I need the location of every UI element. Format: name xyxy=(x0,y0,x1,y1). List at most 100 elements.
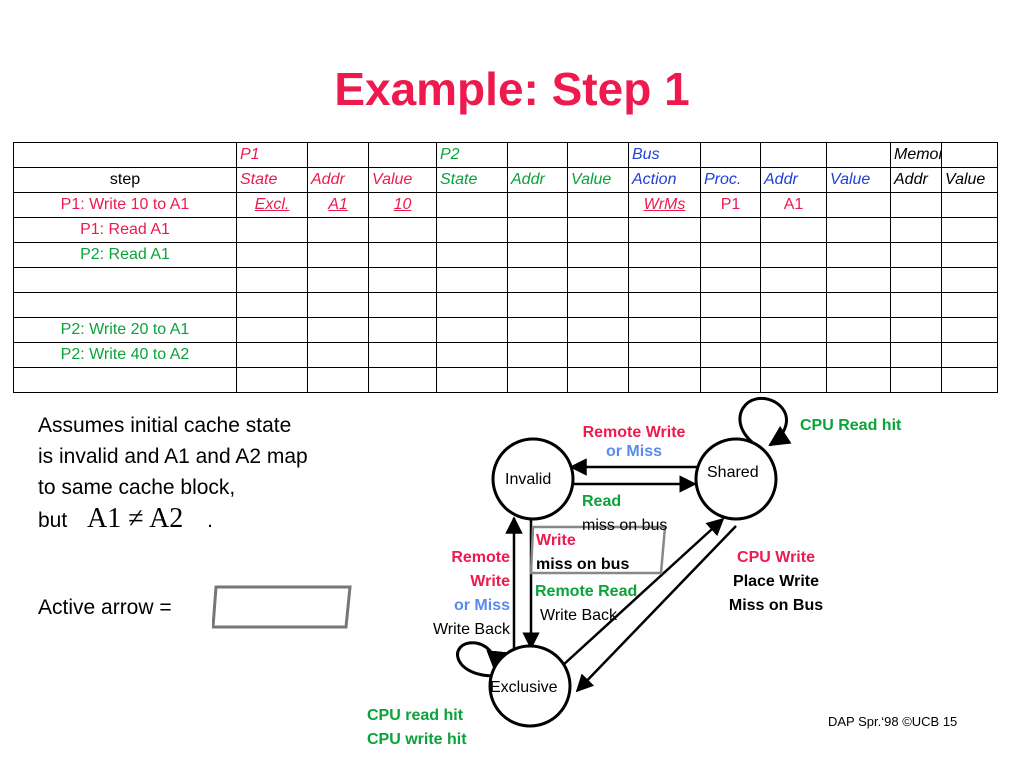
assumption-notes: Assumes initial cache state is invalid a… xyxy=(38,410,308,536)
table-cell: Bus xyxy=(628,142,701,168)
step-cell: P1: Read A1 xyxy=(13,217,237,243)
table-cell xyxy=(368,367,437,393)
table-cell xyxy=(567,292,629,318)
table-cell xyxy=(826,267,891,293)
table-cell xyxy=(760,317,827,343)
remote-write-or-miss-top-label: Remote Write or Miss xyxy=(582,424,686,460)
step-cell: P1: Write 10 to A1 xyxy=(13,192,237,218)
table-cell xyxy=(307,367,369,393)
table-row: P2: Read A1 xyxy=(13,242,998,268)
table-cell xyxy=(507,292,568,318)
table-cell: Addr xyxy=(307,167,369,193)
table-cell xyxy=(307,342,369,368)
table-cell xyxy=(890,267,942,293)
coherence-step-table: P1P2BusMemorystepStateAddrValueStateAddr… xyxy=(13,142,998,393)
table-cell xyxy=(236,317,308,343)
slide-title: Example: Step 1 xyxy=(334,63,690,115)
cpu-write-hit-exclusive-label: CPU write hit xyxy=(367,731,467,748)
table-cell xyxy=(567,367,629,393)
table-body: P1P2BusMemorystepStateAddrValueStateAddr… xyxy=(13,142,998,393)
table-cell xyxy=(368,242,437,268)
table-cell xyxy=(700,292,761,318)
table-cell xyxy=(760,292,827,318)
table-cell xyxy=(826,367,891,393)
table-cell: Value xyxy=(368,167,437,193)
table-cell xyxy=(507,242,568,268)
cpu-read-hit-label: CPU Read hit xyxy=(800,417,902,434)
active-arrow-legend-box xyxy=(212,585,352,629)
table-row xyxy=(13,267,998,293)
table-cell xyxy=(236,217,308,243)
table-row: P2: Write 20 to A1 xyxy=(13,317,998,343)
table-cell xyxy=(700,142,761,168)
note-line: Assumes initial cache state xyxy=(38,414,292,437)
state-exclusive-circle xyxy=(488,644,572,728)
table-cell xyxy=(700,267,761,293)
active-arrow-highlight xyxy=(529,525,667,575)
table-cell xyxy=(236,267,308,293)
table-cell xyxy=(890,367,942,393)
table-row xyxy=(13,367,998,393)
step-cell xyxy=(13,267,237,293)
table-row: P2: Write 40 to A2 xyxy=(13,342,998,368)
table-cell xyxy=(628,342,701,368)
table-cell xyxy=(890,192,942,218)
table-cell xyxy=(941,367,998,393)
slide-footer: DAP Spr.‘98 ©UCB 15 xyxy=(828,714,958,729)
state-invalid-circle xyxy=(491,437,575,521)
arrow-exclusive-to-shared xyxy=(561,517,725,667)
active-arrow-label: Active arrow = xyxy=(38,596,172,619)
table-cell xyxy=(236,367,308,393)
note-line: to same cache block, xyxy=(38,476,236,499)
cpu-write-label: CPU Write Place Write Miss on Bus xyxy=(728,549,824,614)
table-cell xyxy=(941,142,998,168)
cpu-read-hit-exclusive-label: CPU read hit xyxy=(367,707,464,724)
exclusive-self-loop xyxy=(456,641,508,678)
remote-read-label: Remote Read xyxy=(535,583,638,600)
table-cell xyxy=(436,217,508,243)
table-cell xyxy=(368,267,437,293)
step-cell: P2: Write 20 to A1 xyxy=(13,317,237,343)
step-cell xyxy=(13,142,237,168)
state-shared-circle xyxy=(694,437,778,521)
table-cell xyxy=(941,217,998,243)
table-cell xyxy=(628,367,701,393)
step-cell xyxy=(13,367,237,393)
table-cell: A1 xyxy=(307,192,369,218)
table-cell: State xyxy=(436,167,508,193)
table-cell xyxy=(700,217,761,243)
step-cell: P2: Write 40 to A2 xyxy=(13,342,237,368)
table-cell xyxy=(700,367,761,393)
remote-read-write-back-label: Write Back xyxy=(540,607,618,624)
table-cell: Memory xyxy=(890,142,942,168)
table-cell xyxy=(628,317,701,343)
table-cell: Proc. xyxy=(700,167,761,193)
table-cell xyxy=(436,342,508,368)
read-miss-label: Read xyxy=(582,493,622,510)
table-cell: A1 xyxy=(760,192,827,218)
shared-self-loop xyxy=(738,396,792,447)
write-miss-label-2: miss on bus xyxy=(536,556,630,573)
table-cell xyxy=(700,342,761,368)
table-cell: P1 xyxy=(236,142,308,168)
table-cell xyxy=(826,317,891,343)
table-cell xyxy=(368,342,437,368)
table-cell xyxy=(567,142,629,168)
step-cell: step xyxy=(13,167,237,193)
table-cell: Excl. xyxy=(236,192,308,218)
table-cell xyxy=(507,367,568,393)
table-cell xyxy=(567,342,629,368)
table-row xyxy=(13,292,998,318)
table-cell xyxy=(368,292,437,318)
table-row: P1: Read A1 xyxy=(13,217,998,243)
table-cell xyxy=(941,242,998,268)
address-inequality: A1 ≠ A2 xyxy=(87,503,184,534)
read-miss-label-2: miss on bus xyxy=(582,517,668,534)
table-cell xyxy=(628,217,701,243)
note-line: but A1 ≠ A2 . xyxy=(38,503,308,536)
note-line: is invalid and A1 and A2 map xyxy=(38,445,308,468)
table-cell xyxy=(436,367,508,393)
table-cell xyxy=(507,217,568,243)
